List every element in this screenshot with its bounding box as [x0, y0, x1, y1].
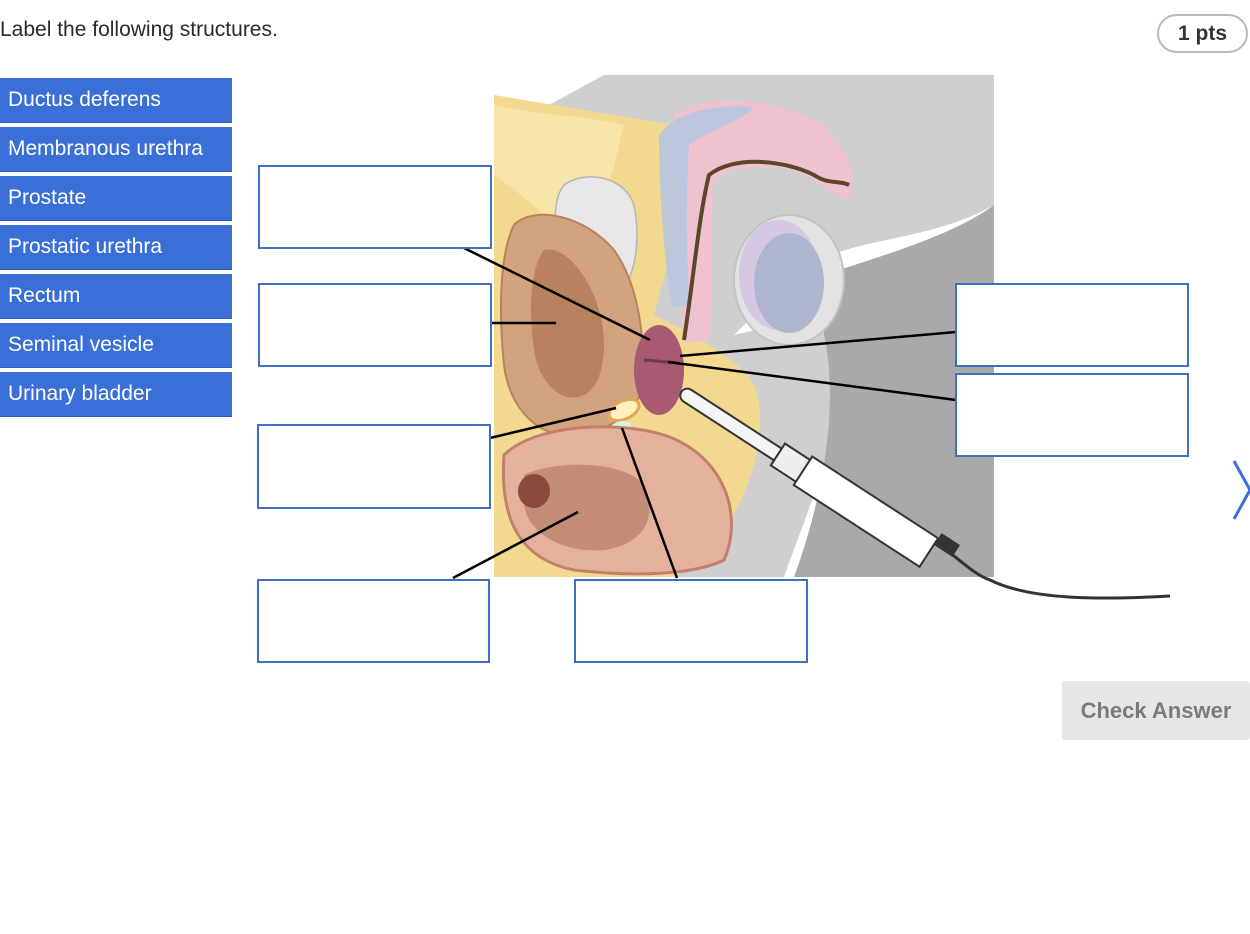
drop-target-6[interactable]	[955, 283, 1189, 367]
chevron-right-icon[interactable]	[1230, 455, 1250, 525]
drop-target-4[interactable]	[257, 579, 490, 663]
label-chip-prostate[interactable]: Prostate	[0, 176, 232, 221]
label-chip-membranous-urethra[interactable]: Membranous urethra	[0, 127, 232, 172]
question-prompt: Label the following structures.	[0, 18, 278, 41]
label-chip-urinary-bladder[interactable]: Urinary bladder	[0, 372, 232, 417]
label-chip-seminal-vesicle[interactable]: Seminal vesicle	[0, 323, 232, 368]
drop-target-3[interactable]	[257, 424, 491, 509]
label-chip-rectum[interactable]: Rectum	[0, 274, 232, 319]
drop-target-1[interactable]	[258, 165, 492, 249]
anatomy-illustration	[494, 75, 994, 577]
drop-target-2[interactable]	[258, 283, 492, 367]
drop-target-7[interactable]	[955, 373, 1189, 457]
label-chip-prostatic-urethra[interactable]: Prostatic urethra	[0, 225, 232, 270]
label-bank: Ductus deferens Membranous urethra Prost…	[0, 78, 232, 421]
drop-target-5[interactable]	[574, 579, 808, 663]
points-badge: 1 pts	[1157, 14, 1248, 53]
check-answer-button[interactable]: Check Answer	[1062, 681, 1250, 740]
label-chip-ductus-deferens[interactable]: Ductus deferens	[0, 78, 232, 123]
